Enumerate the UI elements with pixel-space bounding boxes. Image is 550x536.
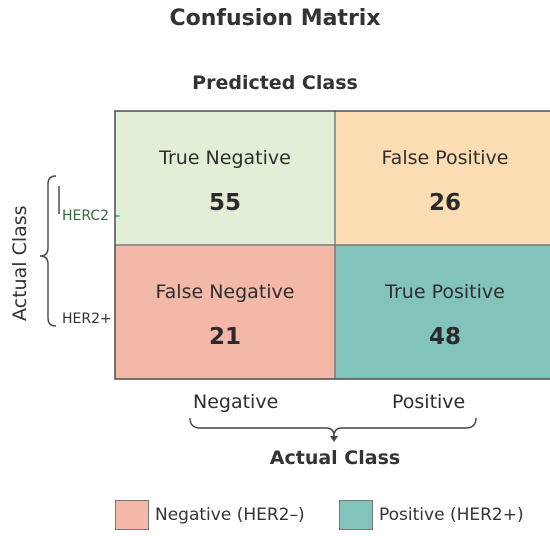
- col-tick-positive: Positive: [392, 391, 466, 413]
- row-tick-positive: HER2+: [62, 311, 112, 327]
- cell-value-3: 48: [428, 324, 461, 350]
- left-bracket: [39, 175, 57, 327]
- legend-swatch-positive: [339, 500, 373, 530]
- row-tick-negative: HERC2 –: [62, 208, 121, 224]
- legend-label-positive: Positive (HER2+): [379, 505, 524, 525]
- chart-title: Confusion Matrix: [169, 6, 381, 31]
- cell-value-0: 55: [208, 190, 241, 216]
- legend-swatch-negative: [115, 500, 149, 530]
- matrix-cell-1: [334, 110, 550, 246]
- actual-class-vertical-label: Actual Class: [9, 205, 31, 321]
- matrix-cell-3: [334, 244, 550, 380]
- actual-class-bottom-label: Actual Class: [269, 447, 401, 469]
- cell-label-3: True Positive: [385, 281, 505, 303]
- cell-value-1: 26: [428, 190, 461, 216]
- legend-label-negative: Negative (HER2–): [155, 505, 305, 525]
- cell-label-1: False Positive: [381, 147, 509, 169]
- predicted-class-label: Predicted Class: [192, 72, 358, 94]
- cell-label-2: False Negative: [155, 281, 295, 303]
- cell-label-0: True Negative: [159, 147, 291, 169]
- cell-value-2: 21: [208, 324, 241, 350]
- matrix-cell-2: [114, 244, 336, 380]
- bottom-bracket: [189, 417, 477, 437]
- matrix-border: [114, 110, 550, 380]
- matrix-cell-0: [114, 110, 336, 246]
- bottom-bracket-arrow: [330, 436, 338, 442]
- col-tick-negative: Negative: [193, 391, 279, 413]
